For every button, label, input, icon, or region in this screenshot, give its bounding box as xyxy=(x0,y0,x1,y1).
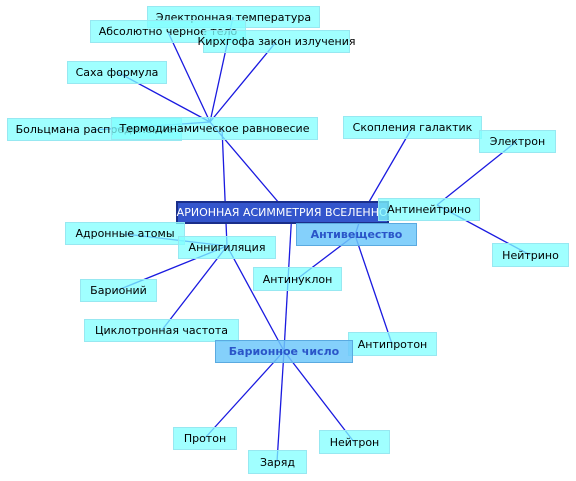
node-thermodynamic-equilibrium[interactable]: Термодинамическое равновесие xyxy=(111,117,318,140)
edge-line xyxy=(161,245,228,331)
edge-line xyxy=(226,245,285,352)
edge-line xyxy=(354,234,393,345)
node-barionium[interactable]: Барионий xyxy=(80,279,157,302)
node-cyclotron-frequency[interactable]: Циклотронная частота xyxy=(84,319,239,342)
node-neutrino[interactable]: Нейтрино xyxy=(492,243,569,267)
node-antinucleon[interactable]: Антинуклон xyxy=(253,267,342,291)
node-galaxy-clusters[interactable]: Скопления галактик xyxy=(343,116,482,139)
node-neutron[interactable]: Нейтрон xyxy=(319,430,390,454)
root-node[interactable]: БАРИОННАЯ АСИММЕТРИЯ ВСЕЛЕННОЙ xyxy=(169,201,396,224)
node-proton[interactable]: Протон xyxy=(173,427,237,450)
node-annihilation[interactable]: Аннигиляция xyxy=(178,236,276,259)
node-saha-formula[interactable]: Саха формула xyxy=(67,61,167,84)
edge-line xyxy=(167,31,211,123)
node-kirchhoff-law[interactable]: Кирхгофа закон излучения xyxy=(197,30,356,53)
edge-line xyxy=(209,41,277,123)
edge-line xyxy=(276,350,285,463)
edge-line xyxy=(204,350,285,439)
node-antiproton[interactable]: Антипротон xyxy=(348,332,437,356)
node-charge[interactable]: Заряд xyxy=(248,450,307,474)
hub-antimatter[interactable]: Антивещество xyxy=(296,223,417,246)
edge-line xyxy=(221,127,228,247)
node-electron[interactable]: Электрон xyxy=(479,130,556,153)
node-antineutrino[interactable]: Антинейтрино xyxy=(378,198,480,221)
node-hadronic-atoms[interactable]: Адронные атомы xyxy=(65,222,185,245)
edge-line xyxy=(361,127,413,215)
edge-line xyxy=(283,350,355,443)
hub-baryon-number[interactable]: Барионное число xyxy=(215,340,353,363)
